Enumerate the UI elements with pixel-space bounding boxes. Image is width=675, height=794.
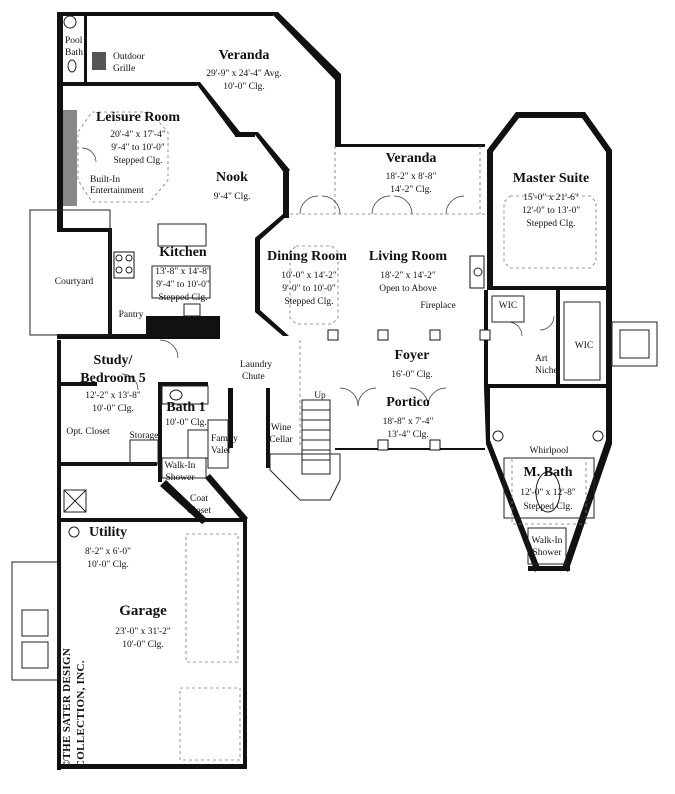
built-in-label-1: Built-In: [90, 175, 120, 185]
family-valet-label-1: Family: [211, 434, 238, 444]
m-bath-name: M. Bath: [524, 465, 573, 480]
dining-room-size: 10'-0" x 14'-2": [281, 271, 337, 281]
kitchen-ceiling-type: Stepped Clg.: [158, 293, 207, 303]
wic-left-label: WIC: [499, 301, 517, 311]
leisure-room-size: 20'-4" x 17'-4": [110, 130, 166, 140]
opt-closet-label: Opt. Closet: [66, 427, 110, 437]
dining-room-name: Dining Room: [267, 249, 347, 264]
m-bath-size: 12'-0" x 12'-8": [520, 488, 576, 498]
veranda-rear-size: 29'-9" x 24'-4" Avg.: [206, 69, 281, 79]
m-bath-ceiling: Stepped Clg.: [523, 502, 572, 512]
coat-closet-label-1: Coat: [190, 494, 208, 504]
master-suite-name: Master Suite: [513, 171, 589, 186]
utility-size: 8'-2" x 6'-0": [85, 547, 131, 557]
wic-right-label: WIC: [575, 341, 593, 351]
leisure-room-ceiling-type: Stepped Clg.: [113, 156, 162, 166]
outdoor-grille-label-2: Grille: [113, 64, 135, 74]
exterior-walls: [57, 12, 612, 770]
laundry-chute-label-2: Chute: [242, 372, 265, 382]
pool-bath-label-1: Pool: [65, 36, 83, 46]
master-suite-ceiling: 12'-0" to 13'-0": [522, 206, 580, 216]
utility-ceiling: 10'-0" Clg.: [87, 560, 128, 570]
room-labels: Pool Bath Outdoor Grille Veranda 29'-9" …: [55, 36, 594, 768]
kitchen-name: Kitchen: [159, 245, 207, 260]
garage-ceiling: 10'-0" Clg.: [122, 640, 163, 650]
whirlpool-label: Whirlpool: [529, 446, 568, 456]
courtyard-name: Courtyard: [55, 277, 94, 287]
garage-size: 23'-0" x 31'-2": [115, 627, 171, 637]
portico-ceiling: 13'-4" Clg.: [387, 430, 428, 440]
leisure-room-ceiling: 9'-4" to 10'-0": [111, 143, 165, 153]
study-name-1: Study/: [94, 353, 134, 368]
walk-in-shower-right-1: Walk-In: [532, 536, 563, 546]
art-niche-label-2: Niche: [535, 366, 558, 376]
dining-room-ceiling-type: Stepped Clg.: [284, 297, 333, 307]
family-valet-label-2: Valet: [211, 446, 231, 456]
living-room-name: Living Room: [369, 249, 448, 264]
copyright-line-2: COLLECTION, INC.: [75, 660, 87, 768]
wine-cellar-label-2: Cellar: [269, 435, 293, 445]
veranda-master-size: 18'-2" x 8'-8": [386, 172, 437, 182]
garage-name: Garage: [119, 603, 167, 619]
bath1-ceiling: 10'-0" Clg.: [165, 418, 206, 428]
dining-room-ceiling: 9'-0" to 10'-0": [282, 284, 336, 294]
bath1-name: Bath 1: [166, 400, 205, 415]
veranda-rear-name: Veranda: [219, 48, 270, 63]
pool-bath-label-2: Bath: [65, 48, 83, 58]
utility-name: Utility: [89, 525, 127, 540]
nook-name: Nook: [216, 170, 248, 185]
wine-cellar-label-1: Wine: [271, 423, 291, 433]
walk-in-shower-left-2: Shower: [165, 473, 195, 483]
master-suite-ceiling-type: Stepped Clg.: [526, 219, 575, 229]
portico-size: 18'-8" x 7'-4": [383, 417, 434, 427]
walk-in-shower-right-2: Shower: [532, 548, 562, 558]
copyright-line-1: ©THE SATER DESIGN: [61, 648, 73, 768]
stair-up-label: Up: [314, 391, 326, 401]
living-room-ceiling: Open to Above: [379, 284, 437, 294]
door-swings: [81, 147, 555, 407]
veranda-rear-ceiling: 10'-0" Clg.: [223, 82, 264, 92]
built-in-label-2: Entertainment: [90, 186, 144, 196]
veranda-master-ceiling: 14'-2" Clg.: [390, 185, 431, 195]
storage-label: Storage: [129, 431, 158, 441]
study-ceiling: 10'-0" Clg.: [92, 404, 133, 414]
foyer-ceiling: 16'-0" Clg.: [391, 370, 432, 380]
pantry-name: Pantry: [119, 310, 144, 320]
portico-name: Portico: [386, 395, 430, 410]
interior-lines: [11, 15, 658, 761]
walk-in-shower-left-1: Walk-In: [165, 461, 196, 471]
fireplace-label: Fireplace: [420, 301, 455, 311]
kitchen-ceiling: 9'-4" to 10'-0": [156, 280, 210, 290]
living-room-size: 18'-2" x 14'-2": [380, 271, 436, 281]
study-name-2: Bedroom 5: [80, 371, 145, 386]
kitchen-size: 13'-8" x 14'-8": [155, 267, 211, 277]
leisure-room-name: Leisure Room: [96, 110, 180, 125]
study-size: 12'-2" x 13'-8": [85, 391, 141, 401]
nook-ceiling: 9'-4" Clg.: [214, 192, 251, 202]
coat-closet-label-2: Closet: [187, 506, 212, 516]
foyer-name: Foyer: [395, 348, 430, 363]
outdoor-grille-label-1: Outdoor: [113, 52, 146, 62]
veranda-master-name: Veranda: [386, 151, 437, 166]
master-suite-size: 15'-0" x 21'-6": [523, 193, 579, 203]
laundry-chute-label-1: Laundry: [240, 360, 272, 370]
art-niche-label-1: Art: [535, 354, 548, 364]
